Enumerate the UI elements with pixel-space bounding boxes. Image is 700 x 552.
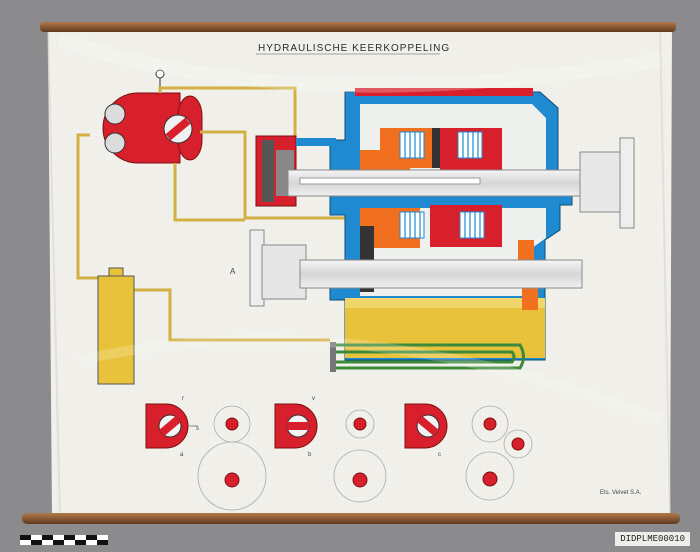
catalog-id-label: DIDPLME00010 <box>615 532 690 546</box>
valve-figure-2 <box>274 403 318 449</box>
fig-label-b: b <box>308 452 312 458</box>
figure-labels: a b c r s v <box>180 396 441 458</box>
top-hanging-rod <box>40 22 676 32</box>
oil-pipes <box>76 86 345 342</box>
upper-shaft <box>287 137 635 229</box>
valve-figure-3 <box>404 403 448 449</box>
scale-bar <box>20 535 108 545</box>
valve-figures <box>145 403 533 511</box>
fig-label-c: c <box>438 452 441 458</box>
shaft-label: A <box>230 267 236 276</box>
oil-tank <box>97 267 135 385</box>
port-label-v: v <box>312 396 315 402</box>
poster-title: HYDRAULISCHE KEERKOPPELING <box>258 43 450 54</box>
gear-pump <box>102 69 203 164</box>
port-label-s: s <box>196 426 199 432</box>
fig-label-a: a <box>180 452 184 458</box>
valve-figure-1 <box>145 403 198 449</box>
port-label-r: r <box>182 396 184 402</box>
lower-clutch <box>360 205 538 310</box>
maker-signature: Ets. Veivet S.A. <box>600 490 642 496</box>
lower-shaft <box>249 229 583 307</box>
bottom-hanging-rod <box>22 513 680 524</box>
